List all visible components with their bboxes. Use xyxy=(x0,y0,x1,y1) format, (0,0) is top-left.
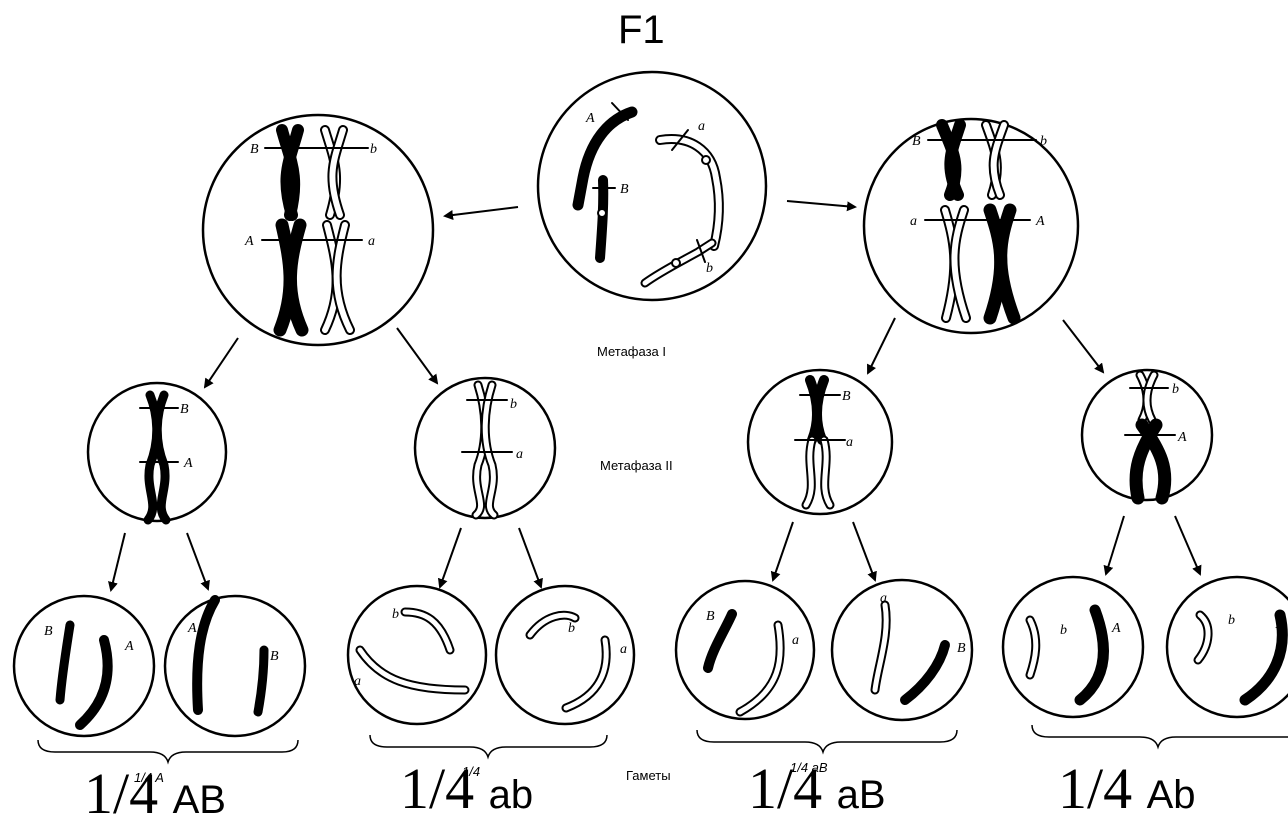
gene-label: a xyxy=(880,591,887,606)
brace-3 xyxy=(696,729,958,755)
gene-label: B xyxy=(250,142,259,157)
brace-4 xyxy=(1031,724,1288,750)
gene-label: b xyxy=(1040,134,1047,149)
gene-label: a xyxy=(910,214,917,229)
arrow-m2-4b xyxy=(1174,515,1202,576)
gene-label: B xyxy=(44,624,53,639)
metaphase1-right-chromosomes xyxy=(924,119,1037,325)
small-fraction-label-2: 1/4 xyxy=(462,764,481,779)
cell-gamete-4 xyxy=(494,584,636,726)
cell-gamete-1 xyxy=(12,594,156,738)
f1-chromosomes xyxy=(572,102,724,288)
gamete-fraction: 1/4 xyxy=(1058,756,1133,821)
gamete-group-4: 1/4 Ab xyxy=(1058,755,1196,822)
cell-metaphase2-4 xyxy=(1080,368,1214,502)
arrow-m1r-1 xyxy=(867,317,896,375)
brace-2 xyxy=(369,734,608,760)
gene-label: b xyxy=(370,142,377,157)
gene-label: a xyxy=(698,119,705,134)
cell-metaphase2-2 xyxy=(413,376,557,520)
gamete-group-3: 1/4 aB xyxy=(748,755,886,822)
gene-label: A xyxy=(124,639,134,654)
gene-label: A xyxy=(1035,214,1045,229)
cell-metaphase1-right xyxy=(862,117,1080,335)
arrow-m2-1a xyxy=(108,532,126,592)
small-fraction-label-1: 1/4 A xyxy=(134,770,164,785)
arrow-m2-2a xyxy=(437,527,462,589)
gene-label: A xyxy=(1177,430,1187,445)
diagram-title: F1 xyxy=(618,8,665,52)
arrow-f1-left xyxy=(443,206,519,220)
cell-gamete-8 xyxy=(1165,575,1288,719)
cell-gamete-7 xyxy=(1001,575,1145,719)
arrow-m1l-1 xyxy=(203,337,239,389)
cell-metaphase2-1 xyxy=(86,381,228,523)
gene-label: b xyxy=(568,621,575,636)
cell-gamete-2 xyxy=(163,594,307,738)
gene-label: a xyxy=(354,674,361,689)
gamete-chromosomes xyxy=(55,595,1288,730)
gene-label: A xyxy=(183,456,193,471)
gene-label: B xyxy=(270,649,279,664)
gamete-genotype: ab xyxy=(488,773,534,817)
gamete-group-1: 1/4 AB xyxy=(84,760,226,827)
gamete-genotype: AB xyxy=(172,778,226,822)
arrow-m2-1b xyxy=(186,532,210,591)
gene-label: a xyxy=(620,642,627,657)
metaphase2-label: Метафаза II xyxy=(600,458,673,473)
gene-label: B xyxy=(912,134,921,149)
gamete-fraction: 1/4 xyxy=(400,756,475,821)
gene-label: A xyxy=(187,621,197,636)
gene-label: B xyxy=(706,609,715,624)
cell-gamete-5 xyxy=(674,579,816,721)
gamete-fraction: 1/4 xyxy=(748,756,823,821)
gene-label: a xyxy=(368,234,375,249)
gene-label: a xyxy=(792,633,799,648)
arrow-m1r-2 xyxy=(1062,319,1105,374)
gene-label: A xyxy=(585,111,595,126)
brace-1 xyxy=(37,739,299,765)
metaphase1-label: Метафаза I xyxy=(597,344,667,359)
arrow-f1-right xyxy=(786,200,857,212)
arrow-m2-2b xyxy=(518,527,543,589)
cell-metaphase2-3 xyxy=(746,368,894,516)
gene-label: A xyxy=(1275,617,1285,632)
gene-label: B xyxy=(180,402,189,417)
gene-label: b xyxy=(1228,613,1235,628)
gamete-fraction: 1/4 xyxy=(84,761,159,826)
gene-label: B xyxy=(842,389,851,404)
metaphase1-left-chromosomes xyxy=(261,124,369,337)
gene-label: b xyxy=(1172,382,1179,397)
gene-label: b xyxy=(1060,623,1067,638)
cell-gamete-6 xyxy=(830,578,974,722)
gene-label: a xyxy=(516,447,523,462)
metaphase2-chromosomes xyxy=(139,370,1176,525)
gene-label: b xyxy=(706,261,713,276)
gamete-genotype: aB xyxy=(836,773,886,817)
gene-label: B xyxy=(620,182,629,197)
gene-label: B xyxy=(957,641,966,656)
gene-label: b xyxy=(510,397,517,412)
small-fraction-label-3: 1/4 aB xyxy=(790,760,828,775)
cell-metaphase1-left xyxy=(201,113,435,347)
gene-label: A xyxy=(244,234,254,249)
cell-gamete-3 xyxy=(346,584,488,726)
cell-f1 xyxy=(536,70,768,302)
gamete-group-2: 1/4 ab xyxy=(400,755,533,822)
gametes-label: Гаметы xyxy=(626,768,671,783)
arrow-m2-3a xyxy=(770,521,794,582)
arrow-m1l-2 xyxy=(396,327,439,385)
gamete-genotype: Ab xyxy=(1146,773,1196,817)
arrow-m2-4a xyxy=(1103,515,1125,576)
gene-label: A xyxy=(1111,621,1121,636)
arrow-m2-3b xyxy=(852,521,877,582)
gene-label: a xyxy=(846,435,853,450)
gene-label: b xyxy=(392,607,399,622)
